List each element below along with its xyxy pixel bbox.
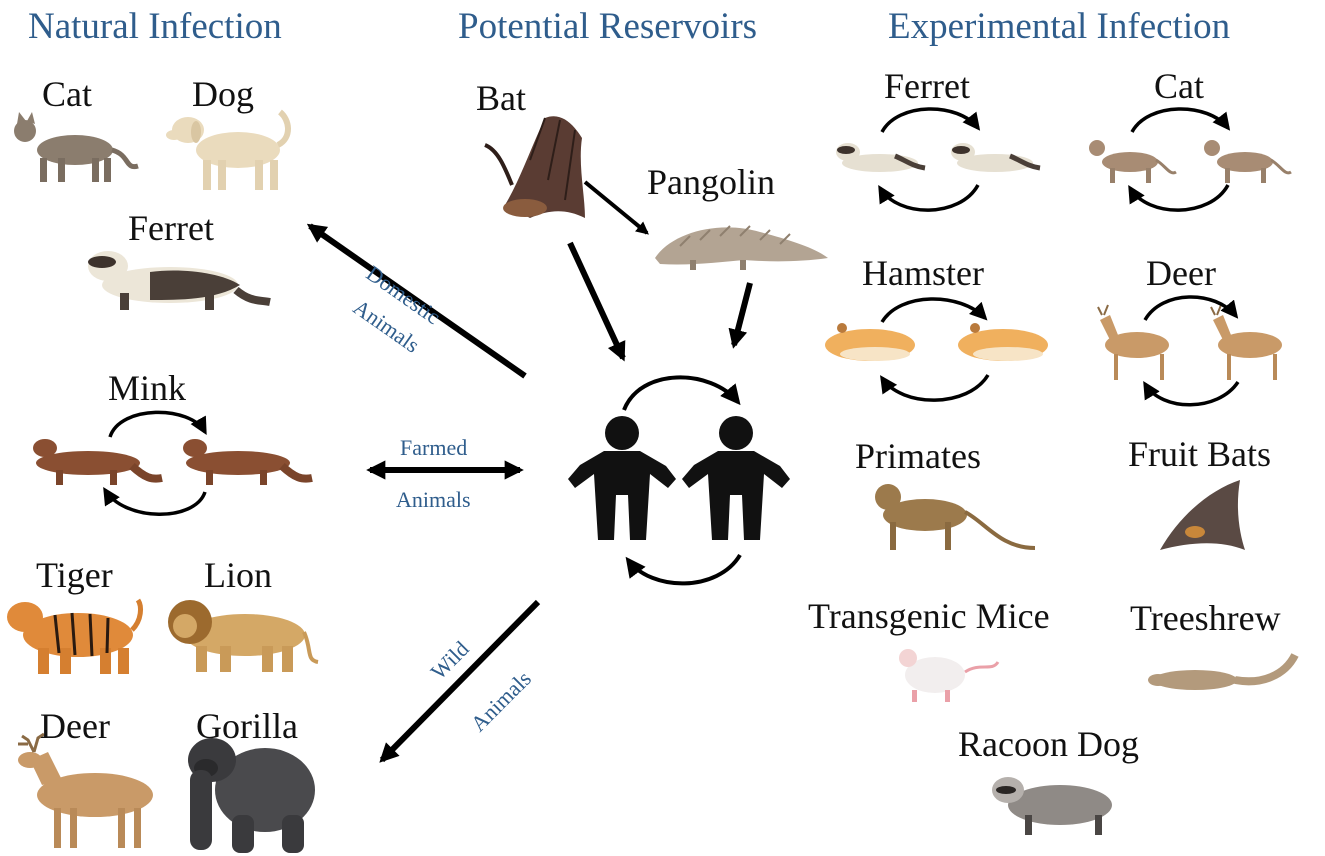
cat-illustration (14, 112, 138, 182)
hamster-exp-right (958, 323, 1048, 361)
label-exp-primates: Primates (855, 438, 981, 474)
hamster-exp-top-arrow (882, 299, 985, 322)
gorilla-illustration (188, 738, 315, 853)
mink-transmission-top-arrow (110, 412, 205, 437)
label-exp-cat: Cat (1154, 68, 1204, 104)
header-potential-reservoirs: Potential Reservoirs (458, 8, 757, 45)
cat-exp-top-arrow (1132, 109, 1228, 132)
label-mink: Mink (108, 370, 186, 406)
bat-to-human-arrow (570, 243, 623, 358)
racoon-dog-illustration (992, 777, 1112, 835)
label-farmed-animals: Animals (396, 489, 471, 511)
label-lion: Lion (204, 557, 272, 593)
label-tiger: Tiger (36, 557, 113, 593)
bat-illustration (485, 116, 585, 218)
pangolin-illustration (655, 226, 828, 270)
label-ferret: Ferret (128, 210, 214, 246)
primate-illustration (875, 484, 1035, 550)
mouse-illustration (899, 649, 998, 702)
label-exp-transgenic-mice: Transgenic Mice (808, 598, 1050, 634)
label-pangolin: Pangolin (647, 164, 775, 200)
deer-exp-bottom-arrow (1145, 382, 1238, 405)
label-bat: Bat (476, 80, 526, 116)
cat-exp-right (1204, 140, 1291, 183)
fruit-bat-illustration (1160, 480, 1245, 550)
ferret-illustration (88, 251, 270, 310)
pangolin-to-human-arrow (734, 283, 750, 345)
deer-illustration (18, 734, 153, 848)
ferret-exp-right (951, 143, 1040, 172)
header-experimental-infection: Experimental Infection (888, 8, 1230, 45)
bat-to-pangolin-arrow (585, 182, 647, 233)
mink-transmission-bottom-arrow (105, 490, 205, 514)
mink-illustration-left (33, 439, 162, 485)
label-deer: Deer (40, 708, 110, 744)
label-exp-ferret: Ferret (884, 68, 970, 104)
label-exp-fruit-bats: Fruit Bats (1128, 436, 1271, 472)
human-transmission-top-arrow (624, 377, 738, 410)
human-figure-left (568, 416, 676, 540)
label-exp-deer: Deer (1146, 255, 1216, 291)
label-exp-racoon-dog: Racoon Dog (958, 726, 1139, 762)
label-cat: Cat (42, 76, 92, 112)
ferret-exp-left (836, 143, 925, 172)
dog-illustration (166, 112, 288, 190)
lion-illustration (168, 600, 318, 672)
mink-illustration-right (183, 439, 312, 485)
label-gorilla: Gorilla (196, 708, 298, 744)
deer-exp-right (1211, 305, 1282, 380)
human-figure-right (682, 416, 790, 540)
cat-exp-left (1089, 140, 1176, 183)
ferret-exp-top-arrow (882, 109, 978, 132)
treeshrew-illustration (1148, 655, 1295, 690)
deer-exp-left (1098, 305, 1169, 380)
tiger-illustration (7, 600, 140, 674)
label-dog: Dog (192, 76, 254, 112)
label-exp-hamster: Hamster (862, 255, 984, 291)
ferret-exp-bottom-arrow (880, 185, 978, 210)
cat-exp-bottom-arrow (1130, 185, 1228, 210)
label-farmed: Farmed (400, 437, 467, 459)
header-natural-infection: Natural Infection (28, 8, 282, 45)
human-transmission-bottom-arrow (628, 555, 740, 583)
hamster-exp-left (825, 323, 915, 361)
hamster-exp-bottom-arrow (882, 375, 988, 400)
label-exp-treeshrew: Treeshrew (1130, 600, 1281, 636)
